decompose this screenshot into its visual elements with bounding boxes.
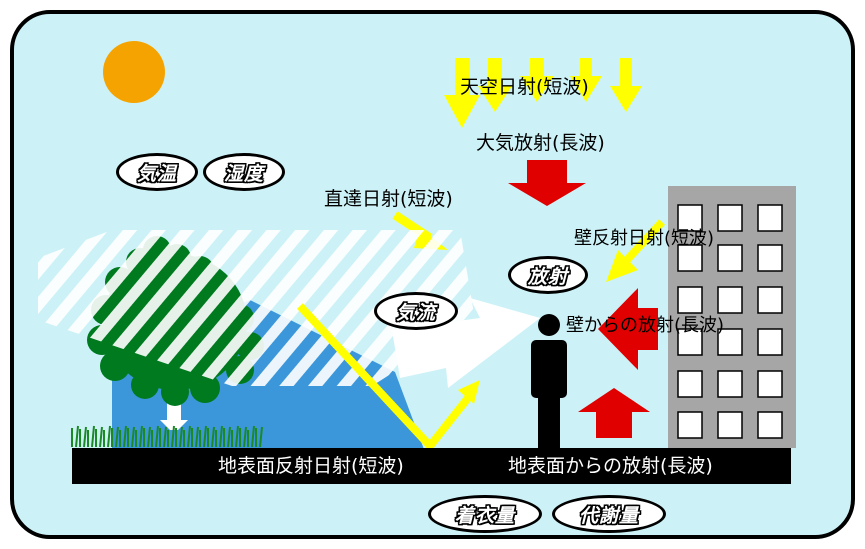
airflow-text: 気流 (395, 301, 436, 324)
sky-radiation-label: 天空日射(短波) (460, 76, 589, 98)
humidity-bubble: 湿度 (203, 153, 285, 191)
airflow-arrow (392, 298, 540, 388)
humidity-text: 湿度 (223, 162, 264, 185)
air-temperature-bubble: 気温 (116, 153, 198, 191)
metabolism-bubble: 代謝量 (552, 495, 666, 533)
ground-reflected-solar-label: 地表面反射日射(短波) (218, 455, 404, 477)
clothing-text: 着衣量 (454, 504, 515, 527)
sky-radiation-arrows (444, 58, 642, 128)
atmospheric-radiation-arrow (508, 160, 586, 206)
ground-radiation-arrow (578, 388, 650, 438)
ground-radiation-label: 地表面からの放射(長波) (508, 455, 713, 477)
wall-radiation-label: 壁からの放射(長波) (566, 315, 725, 336)
wall-radiation-arrow (598, 288, 658, 370)
airflow-bubble: 気流 (374, 292, 458, 330)
metabolism-text: 代謝量 (578, 504, 639, 527)
person-icon (531, 314, 567, 448)
radiation-text: 放射 (527, 265, 568, 288)
ground-reflected-solar-arrow (297, 303, 480, 453)
wall-reflected-solar-label: 壁反射日射(短波) (574, 228, 715, 249)
wall-reflected-solar-arrow (606, 219, 665, 282)
grass (71, 425, 263, 448)
atmospheric-radiation-label: 大気放射(長波) (476, 132, 605, 154)
direct-solar-label: 直達日射(短波) (324, 188, 453, 210)
air-temperature-text: 気温 (136, 162, 177, 185)
clothing-bubble: 着衣量 (428, 495, 542, 533)
sun-icon (103, 41, 165, 103)
ground-strip (72, 448, 791, 484)
radiation-bubble: 放射 (508, 256, 588, 294)
building-icon (668, 186, 796, 448)
